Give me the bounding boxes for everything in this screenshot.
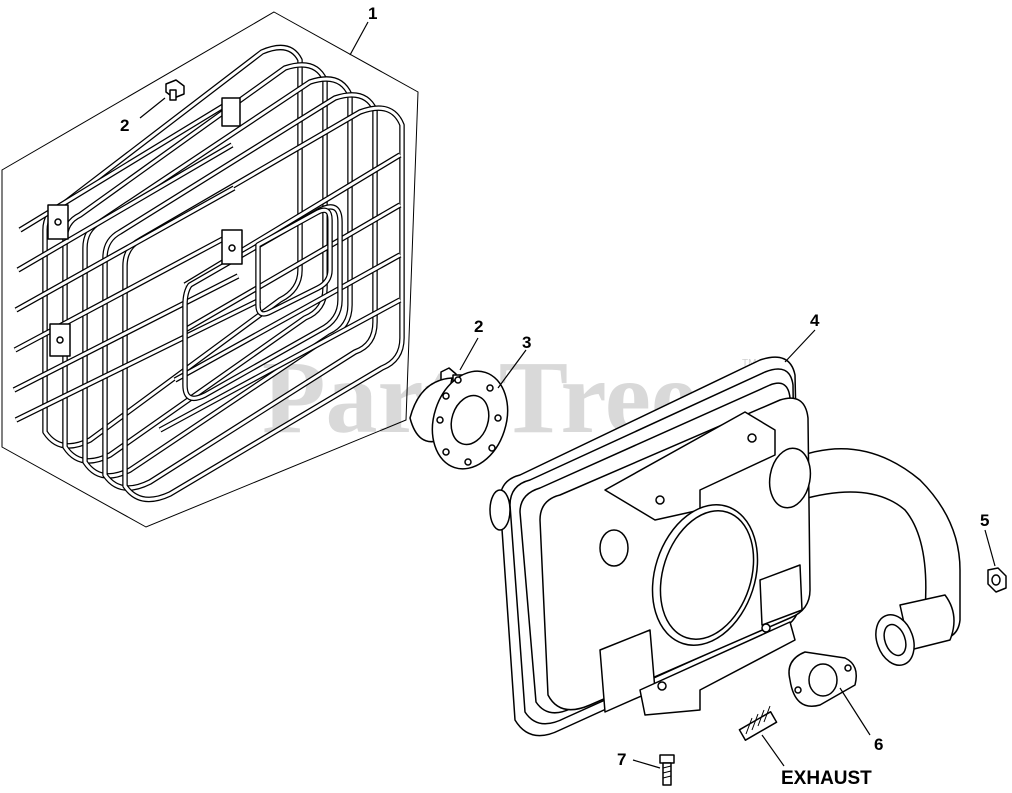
leader-2-upper bbox=[139, 97, 166, 119]
callout-7: 7 bbox=[617, 750, 626, 769]
callout-2-middle: 2 bbox=[474, 317, 483, 336]
gasket-part-6 bbox=[788, 651, 857, 707]
muffler-part-4 bbox=[489, 356, 961, 737]
leader-5 bbox=[984, 529, 996, 567]
wire-guard-part-1 bbox=[1, 11, 419, 528]
leader-1 bbox=[349, 21, 369, 56]
bracket-hole bbox=[56, 336, 64, 344]
bolt-part-7 bbox=[659, 754, 675, 786]
leader-6 bbox=[839, 687, 871, 736]
guard-box-outline bbox=[1, 11, 419, 528]
stud bbox=[738, 705, 778, 741]
leader-3 bbox=[497, 349, 527, 389]
callout-1: 1 bbox=[368, 4, 377, 23]
leader-exhaust bbox=[761, 734, 785, 767]
callout-3: 3 bbox=[522, 333, 531, 352]
watermark-tm: TM bbox=[742, 358, 756, 369]
callout-6: 6 bbox=[874, 735, 883, 754]
nut-part-5 bbox=[987, 567, 1007, 593]
gasket-part-3 bbox=[409, 370, 509, 470]
leader-4 bbox=[784, 329, 816, 363]
guard-bracket-top bbox=[221, 97, 241, 127]
leader-2-middle bbox=[459, 337, 479, 371]
screw-part-2-upper bbox=[165, 79, 185, 101]
leader-7 bbox=[632, 759, 661, 769]
bracket-hole bbox=[228, 244, 236, 252]
callout-4: 4 bbox=[810, 311, 820, 330]
bracket-hole bbox=[54, 218, 62, 226]
callout-2-upper: 2 bbox=[120, 116, 129, 135]
exhaust-label: EXHAUST bbox=[781, 768, 872, 789]
callout-5: 5 bbox=[980, 511, 989, 530]
